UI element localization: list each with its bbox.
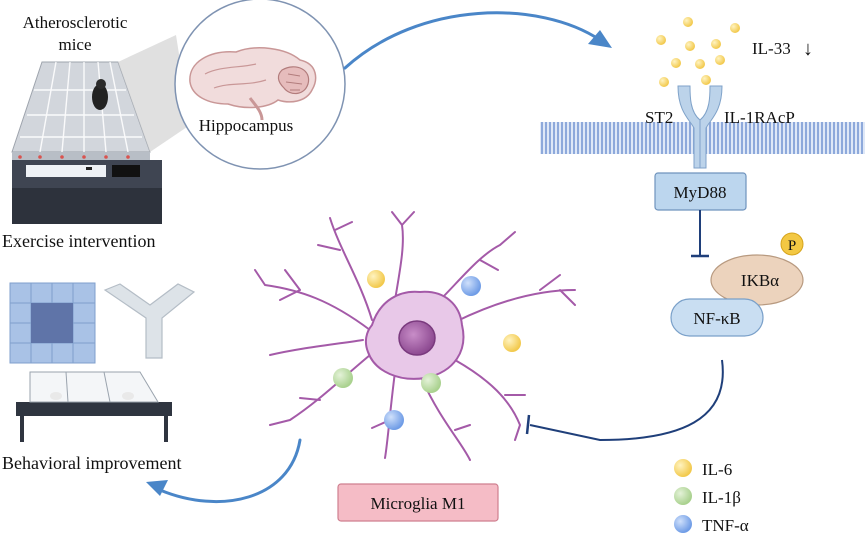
myd88-label: MyD88 bbox=[674, 183, 727, 202]
ikba-label: IKBα bbox=[741, 271, 779, 290]
microglia-nucleus bbox=[398, 320, 436, 356]
microglia-m1-box bbox=[337, 483, 499, 522]
nfkb-shape bbox=[670, 298, 764, 337]
nfkb-label: NF-κB bbox=[693, 309, 740, 328]
mice-label: Atherosclerotic mice bbox=[23, 13, 128, 54]
behavior-cage-icon bbox=[16, 371, 172, 442]
st2-label: ST2 bbox=[645, 108, 673, 127]
top-curved-arrow bbox=[343, 11, 612, 70]
legend: IL-6 IL-1β TNF-α bbox=[674, 459, 749, 535]
phosphate-label: P bbox=[788, 238, 796, 254]
svg-text:mice: mice bbox=[58, 35, 91, 54]
myd88-inhibition bbox=[691, 210, 709, 258]
treadmill-illustration bbox=[11, 61, 162, 224]
microglia-cell bbox=[254, 211, 576, 461]
il1racp-label: IL-1RAcP bbox=[724, 108, 795, 127]
il6-legend-label: IL-6 bbox=[702, 460, 732, 479]
il6-legend-icon bbox=[674, 459, 692, 477]
y-maze-icon bbox=[103, 283, 196, 359]
hippocampus-callout: Hippocampus bbox=[174, 0, 346, 170]
bottom-curved-arrow bbox=[146, 438, 302, 503]
microglia-m1-label: Microglia M1 bbox=[371, 494, 466, 513]
zoom-cone bbox=[118, 35, 190, 152]
brain-icon bbox=[189, 47, 317, 121]
open-field-test-icon bbox=[9, 282, 96, 364]
exercise-label: Exercise intervention bbox=[2, 231, 155, 251]
il33-label: IL-33 bbox=[752, 39, 791, 58]
il33-particles bbox=[656, 17, 740, 87]
phosphate-icon bbox=[780, 232, 804, 256]
cytokine-particles bbox=[333, 270, 521, 430]
receptor-icon bbox=[677, 85, 723, 169]
down-arrow-icon: ↓ bbox=[803, 38, 813, 60]
behavior-label: Behavioral improvement bbox=[2, 453, 181, 473]
nfkb-inhibition-arrow bbox=[525, 359, 724, 442]
il1b-legend-label: IL-1β bbox=[702, 488, 741, 507]
tnfa-legend-icon bbox=[674, 515, 692, 533]
hippocampus-label: Hippocampus bbox=[199, 116, 293, 135]
tnfa-legend-label: TNF-α bbox=[702, 516, 749, 535]
il1b-legend-icon bbox=[674, 487, 692, 505]
svg-text:Atherosclerotic: Atherosclerotic bbox=[23, 13, 128, 32]
